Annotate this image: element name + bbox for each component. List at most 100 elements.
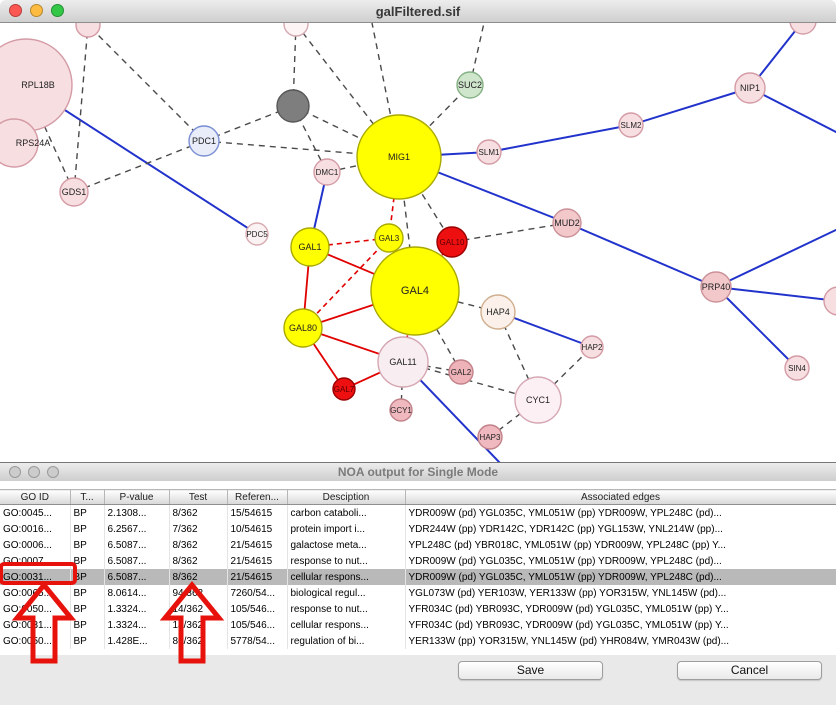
table-cell: GO:0031... [0, 617, 71, 633]
node-GAL3[interactable] [374, 223, 404, 253]
table-cell: 7/362 [169, 521, 228, 537]
node-MIG1[interactable] [356, 114, 442, 200]
close-button[interactable] [9, 4, 22, 17]
node-DMC1[interactable] [313, 158, 341, 186]
node-GAL4[interactable] [370, 246, 460, 336]
edge-blue[interactable] [749, 87, 836, 134]
table-cell: 1.3324... [104, 617, 170, 633]
table-cell: cellular respons... [287, 617, 406, 633]
save-button[interactable]: Save [458, 661, 603, 680]
node-RPS24A[interactable] [0, 118, 39, 168]
edge-dash[interactable] [292, 105, 400, 158]
node-label-PDC5: PDC5 [246, 230, 268, 239]
node-GDS1[interactable] [59, 177, 89, 207]
node-MUD2[interactable] [552, 208, 582, 238]
window-title: galFiltered.sif [375, 3, 461, 19]
node-NIP1[interactable] [734, 72, 766, 104]
edge-blue[interactable] [715, 228, 836, 288]
node-GAL2[interactable] [448, 359, 474, 385]
table-cell: BP [70, 617, 105, 633]
table-cell: YDR244W (pp) YDR142C, YDR142C (pp) YGL15… [405, 521, 836, 537]
node-GAL1[interactable] [290, 227, 330, 267]
node-HAP3[interactable] [477, 424, 503, 450]
edge-blue[interactable] [488, 124, 632, 153]
table-cell: GO:0031... [0, 569, 71, 585]
zoom-button[interactable] [51, 4, 64, 17]
table-cell: 1.3324... [104, 601, 170, 617]
edge-dash[interactable] [73, 24, 89, 193]
table-cell: GO:0016... [0, 521, 71, 537]
node-label-SLM1: SLM1 [479, 148, 500, 157]
table-cell: 21/54615 [227, 553, 288, 569]
node-SIN4[interactable] [784, 355, 810, 381]
table-cell: 2.1308... [104, 504, 170, 521]
column-header[interactable]: Test [169, 489, 228, 505]
node-label-GAL80: GAL80 [289, 323, 317, 333]
node-SLM2[interactable] [618, 112, 644, 138]
node-GAL80[interactable] [283, 308, 323, 348]
table-cell: YPL248C (pd) YBR018C, YML051W (pp) YDR00… [405, 537, 836, 553]
close-button[interactable] [9, 466, 21, 478]
minimize-button[interactable] [28, 466, 40, 478]
table-cell: cellular respons... [287, 569, 406, 585]
node-label-MUD2: MUD2 [554, 218, 580, 228]
node-SLM1[interactable] [476, 139, 502, 165]
edge-blue[interactable] [715, 286, 798, 369]
edge-dash[interactable] [25, 84, 75, 193]
table-cell: YDR009W (pd) YGL035C, YML051W (pp) YDR00… [405, 504, 836, 521]
edge-dash[interactable] [451, 222, 568, 243]
network-graph[interactable]: RPL18BRPS24AGDS1PDC1MIG1SUC2SLM1SLM2NIP1… [0, 7, 836, 464]
node-GAL11[interactable] [377, 336, 429, 388]
table-cell: 8/362 [169, 504, 228, 521]
column-header[interactable]: Desciption [287, 489, 406, 505]
node-HAP2[interactable] [580, 335, 604, 359]
node-graynode[interactable] [276, 89, 310, 123]
table-cell: BP [70, 601, 105, 617]
node-rightpartial[interactable] [823, 286, 836, 316]
node-HAP4[interactable] [480, 294, 516, 330]
table-cell: BP [70, 504, 105, 521]
node-CYC1[interactable] [514, 376, 562, 424]
node-pinktop[interactable] [75, 12, 101, 38]
column-header[interactable]: T... [70, 489, 105, 505]
node-GAL10[interactable] [436, 226, 468, 258]
edge-dash[interactable] [73, 140, 205, 193]
network-window-titlebar[interactable]: galFiltered.sif [0, 0, 836, 23]
node-label-HAP2: HAP2 [582, 343, 603, 352]
table-cell: 6.5087... [104, 553, 170, 569]
table-cell: BP [70, 521, 105, 537]
column-header[interactable]: GO ID [0, 489, 71, 505]
node-PDC1[interactable] [188, 125, 220, 157]
column-header[interactable]: Associated edges [405, 489, 836, 505]
node-PRP40[interactable] [700, 271, 732, 303]
edge-blue[interactable] [715, 286, 836, 302]
table-cell: BP [70, 553, 105, 569]
column-header[interactable]: P-value [104, 489, 170, 505]
edge-blue[interactable] [630, 87, 751, 126]
edge-reddash[interactable] [302, 237, 390, 329]
minimize-button[interactable] [30, 4, 43, 17]
node-GAL7[interactable] [332, 377, 356, 401]
zoom-button[interactable] [47, 466, 59, 478]
noa-window-titlebar[interactable]: NOA output for Single Mode [0, 463, 836, 482]
edge-blue[interactable] [566, 222, 717, 288]
node-GCY1[interactable] [389, 398, 413, 422]
table-cell: GO:0006... [0, 537, 71, 553]
node-SUC2[interactable] [456, 71, 484, 99]
cancel-button[interactable]: Cancel [677, 661, 822, 680]
column-header[interactable]: Referen... [227, 489, 288, 505]
edge-dash[interactable] [87, 24, 205, 142]
node-PDC5[interactable] [245, 222, 269, 246]
